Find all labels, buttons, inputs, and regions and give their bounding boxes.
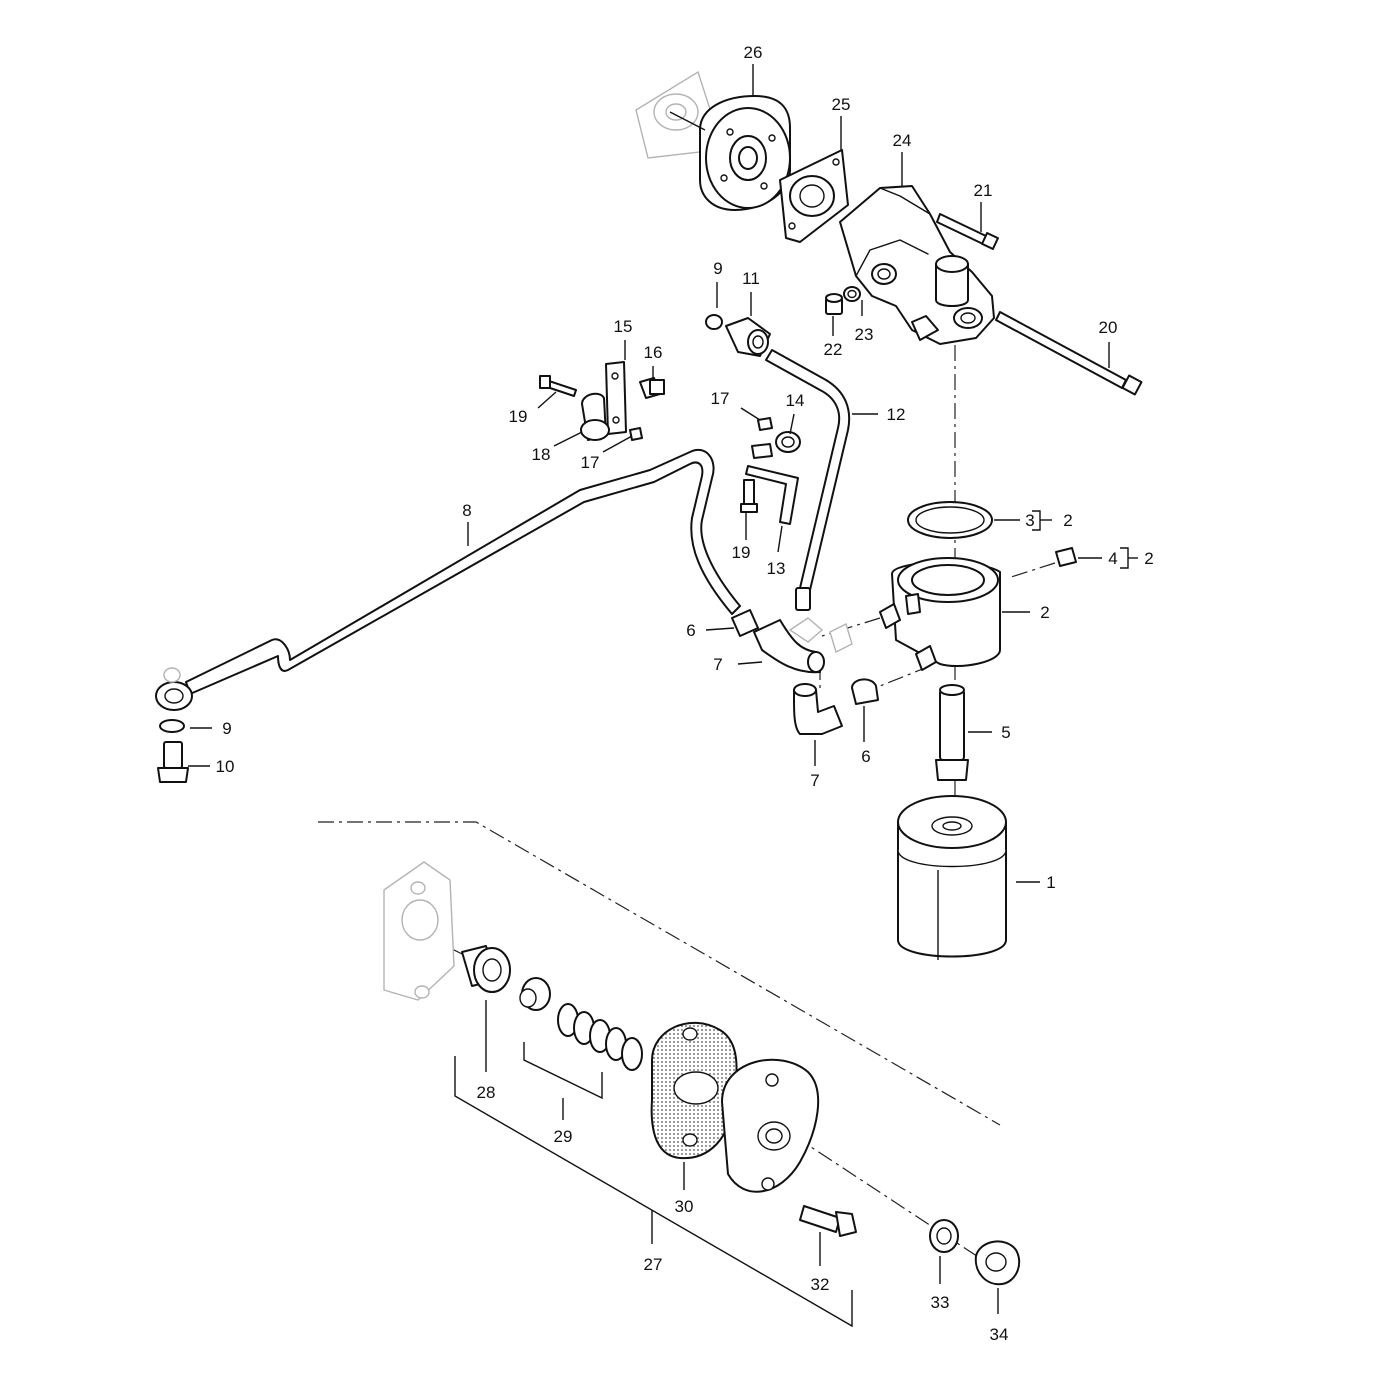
callout-30: 30 xyxy=(675,1197,694,1216)
callout-28: 28 xyxy=(477,1083,496,1102)
part-8-long-pipe xyxy=(155,449,741,711)
callout-1: 1 xyxy=(1046,873,1055,892)
part-9-10-banjo xyxy=(157,719,189,783)
callout-27: 27 xyxy=(644,1255,663,1274)
callout-2-ring: 2 xyxy=(1063,511,1072,530)
callout-20: 20 xyxy=(1099,318,1118,337)
part-26-pulley xyxy=(635,70,791,211)
callout-labels: 26 25 24 21 20 22 23 9 11 15 16 19 18 17… xyxy=(216,43,1154,1344)
callout-3: 3 xyxy=(1025,511,1034,530)
callout-2-plug: 2 xyxy=(1144,549,1153,568)
callout-23: 23 xyxy=(855,325,874,344)
callout-7-bottom: 7 xyxy=(810,771,819,790)
callout-9-top: 9 xyxy=(713,259,722,278)
callout-34: 34 xyxy=(990,1325,1009,1344)
callout-26: 26 xyxy=(744,43,763,62)
callout-15: 15 xyxy=(614,317,633,336)
part-6-7-hoses xyxy=(731,609,879,735)
callout-22: 22 xyxy=(824,340,843,359)
part-15-18-bracket xyxy=(539,361,665,441)
callout-32: 32 xyxy=(811,1275,830,1294)
part-9-11-fitting xyxy=(705,314,771,357)
part-20-long-bolt xyxy=(995,311,1143,396)
part-1-filter xyxy=(897,795,1007,960)
callout-11: 11 xyxy=(742,269,760,288)
callout-18: 18 xyxy=(532,445,551,464)
part-21-bolt xyxy=(936,213,999,250)
part-27-relief-valve xyxy=(383,861,1021,1328)
callout-24: 24 xyxy=(893,131,912,150)
callout-2-cooler: 2 xyxy=(1040,603,1049,622)
part-2-oil-cooler xyxy=(879,557,1001,671)
callout-25: 25 xyxy=(832,95,851,114)
callout-12: 12 xyxy=(887,405,906,424)
part-24-filter-head xyxy=(839,185,995,345)
callout-8: 8 xyxy=(462,501,471,520)
part-22-23-plug xyxy=(825,286,861,315)
callout-13: 13 xyxy=(767,559,786,578)
callout-19-mid: 19 xyxy=(732,543,751,562)
callout-5: 5 xyxy=(1001,723,1010,742)
callout-9-left: 9 xyxy=(222,719,231,738)
callout-17-left: 17 xyxy=(581,453,600,472)
callout-29: 29 xyxy=(554,1127,573,1146)
part-5-stud xyxy=(935,684,969,781)
leader-lines xyxy=(188,64,1138,1314)
part-4-plug xyxy=(1055,547,1077,567)
callout-7-left: 7 xyxy=(713,655,722,674)
part-25-gasket xyxy=(779,149,849,243)
callout-17-right: 17 xyxy=(711,389,730,408)
callout-6-left: 6 xyxy=(686,621,695,640)
callout-4: 4 xyxy=(1108,549,1117,568)
part-12-pipe xyxy=(765,349,851,611)
callout-6-bottom: 6 xyxy=(861,747,870,766)
part-13-14-bracket xyxy=(740,417,801,525)
callout-21: 21 xyxy=(974,181,993,200)
callout-33: 33 xyxy=(931,1293,950,1312)
callout-19-left: 19 xyxy=(509,407,528,426)
callout-14: 14 xyxy=(786,391,805,410)
callout-10: 10 xyxy=(216,757,235,776)
callout-16: 16 xyxy=(644,343,663,362)
part-3-o-ring xyxy=(907,501,993,539)
